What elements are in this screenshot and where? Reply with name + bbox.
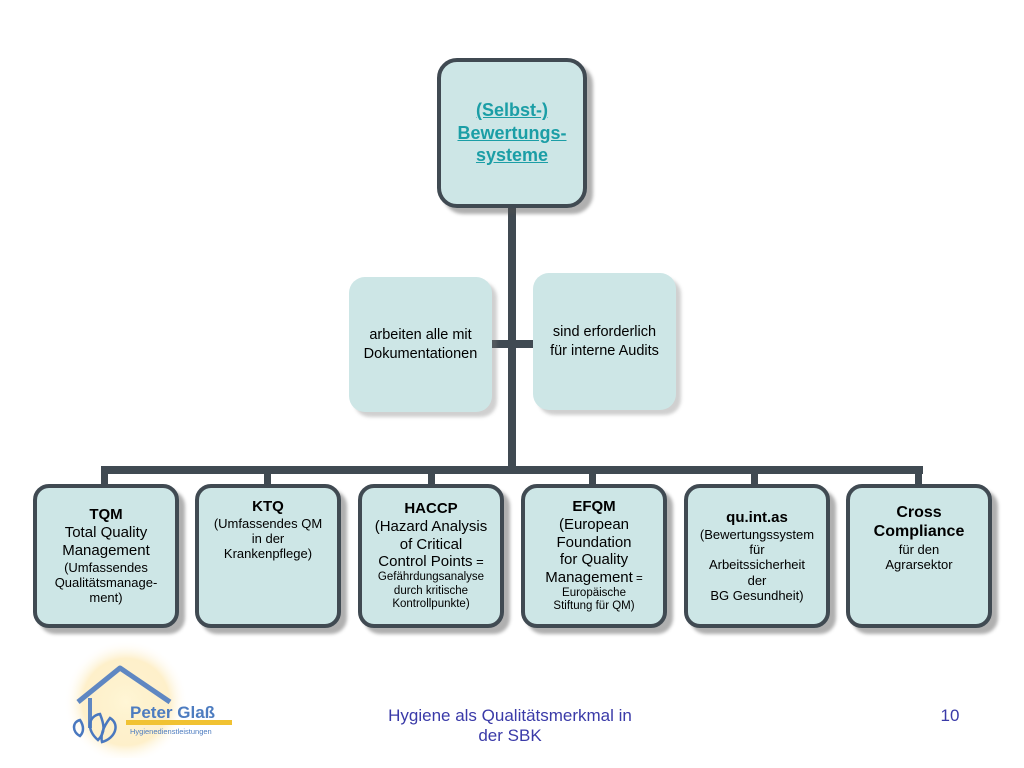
cross-note-1: für den — [898, 541, 940, 557]
logo-tagline: Hygienedienstleistungen — [130, 727, 212, 736]
root-title-line-1: (Selbst-) — [476, 100, 548, 121]
efqm-sub-4: Management — [545, 568, 633, 586]
quintas-note-1: (Bewertungssystem — [699, 526, 815, 542]
horizontal-bus-line — [101, 466, 923, 474]
logo-graphic — [64, 640, 232, 764]
child-node-haccp: HACCP (Hazard Analysis of Critical Contr… — [358, 484, 504, 628]
efqm-title: EFQM — [572, 498, 616, 516]
side-left-line-1: arbeiten alle mit — [369, 326, 472, 343]
quintas-note-4: der — [747, 572, 767, 588]
side-connector-line — [488, 340, 536, 348]
footer-title: Hygiene als Qualitätsmerkmal in der SBK — [340, 706, 680, 747]
cross-title-1: Cross — [896, 504, 942, 521]
cross-note-2: Agrarsektor — [885, 557, 953, 573]
ktq-note-2: in der — [251, 531, 285, 547]
root-node: (Selbst-) Bewertungs- systeme — [437, 58, 587, 208]
side-right-line-1: sind erforderlich — [552, 323, 657, 340]
drop-line-tqm — [101, 466, 108, 488]
drop-line-haccp — [428, 466, 435, 488]
tqm-note-1: (Umfassendes — [64, 559, 148, 575]
root-trunk-line — [508, 204, 516, 472]
haccp-sub-1: (Hazard Analysis — [374, 517, 488, 535]
efqm-note-1: Europäische — [562, 586, 626, 599]
page-number: 10 — [940, 706, 960, 725]
side-box-left: arbeiten alle mit Dokumentationen — [349, 277, 492, 412]
cross-title-2: Compliance — [873, 522, 965, 540]
child-node-tqm: TQM Total Quality Management (Umfassende… — [33, 484, 179, 628]
drop-line-cross — [915, 466, 922, 488]
side-box-right: sind erforderlich für interne Audits — [533, 273, 676, 410]
efqm-sub-1: (European — [558, 515, 630, 533]
child-node-quintas: qu.int.as (Bewertungssystem für Arbeitss… — [684, 484, 830, 628]
ktq-title: KTQ — [252, 498, 284, 515]
child-node-cross: Cross Compliance für den Agrarsektor — [846, 484, 992, 628]
haccp-sub-3-suffix: = — [472, 554, 484, 570]
haccp-sub-3-row: Control Points = — [378, 553, 483, 571]
logo-name: Peter Glaß — [130, 703, 216, 722]
quintas-note-5: BG Gesundheit) — [710, 587, 804, 603]
tqm-title: TQM — [89, 506, 123, 524]
tqm-note-3: ment) — [89, 590, 123, 606]
efqm-sub-3: for Quality — [559, 551, 629, 569]
haccp-sub-2: of Critical — [399, 535, 463, 553]
tqm-note-2: Qualitätsmanage- — [54, 574, 158, 590]
footer-title-line-1: Hygiene als Qualitätsmerkmal in — [388, 706, 632, 725]
efqm-sub-4-suffix: = — [632, 572, 643, 585]
haccp-note-2: durch kritische — [393, 584, 469, 597]
tqm-sub-1: Total Quality — [64, 524, 148, 542]
child-node-efqm: EFQM (European Foundation for Quality Ma… — [521, 484, 667, 628]
haccp-title: HACCP — [404, 500, 458, 518]
ktq-note-1: (Umfassendes QM — [213, 515, 323, 531]
root-title-line-3: systeme — [475, 145, 549, 166]
haccp-note-1: Gefährdungsanalyse — [377, 571, 485, 584]
efqm-sub-2: Foundation — [556, 533, 632, 551]
drop-line-efqm — [589, 466, 596, 488]
quintas-title: qu.int.as — [726, 508, 788, 526]
efqm-note-2: Stiftung für QM) — [553, 600, 635, 613]
root-title-line-2: Bewertungs- — [457, 122, 567, 143]
company-logo: Peter Glaß Hygienedienstleistungen — [58, 640, 258, 764]
drop-line-quintas — [751, 466, 758, 488]
side-left-line-2: Dokumentationen — [363, 345, 478, 362]
tqm-sub-2: Management — [62, 541, 150, 559]
quintas-note-3: Arbeitssicherheit — [708, 557, 806, 573]
efqm-sub-4-row: Management = — [545, 569, 642, 587]
child-node-ktq: KTQ (Umfassendes QM in der Krankenpflege… — [195, 484, 341, 628]
side-right-line-2: für interne Audits — [550, 342, 659, 359]
drop-line-ktq — [264, 466, 271, 488]
haccp-sub-3: Control Points — [378, 553, 473, 571]
haccp-note-3: Kontrollpunkte) — [392, 598, 470, 611]
footer-title-line-2: der SBK — [478, 726, 542, 746]
ktq-note-3: Krankenpflege) — [223, 546, 313, 562]
quintas-note-2: für — [749, 541, 765, 557]
